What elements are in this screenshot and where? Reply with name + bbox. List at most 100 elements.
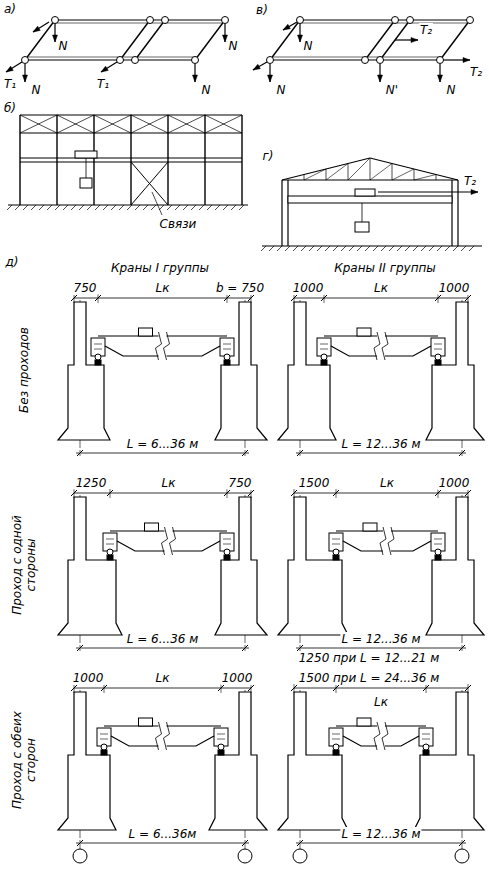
drawing-stroke [392, 164, 393, 181]
drawing-stroke [223, 349, 231, 350]
drawing-stroke [71, 295, 77, 301]
drawing-stroke [105, 346, 159, 356]
drawing-stroke [167, 736, 215, 746]
drawing-stroke [278, 692, 348, 830]
drawing-stroke [435, 490, 441, 496]
drawing-stroke [162, 17, 169, 24]
drawing-stroke [343, 541, 383, 551]
drawing-stroke [117, 57, 124, 64]
drawing-stroke [385, 736, 419, 746]
drawing-stroke [20, 158, 242, 159]
drawing-stroke [304, 169, 326, 180]
drawing-stroke [378, 75, 383, 82]
drawing-stroke [193, 75, 198, 82]
drawing-stroke [270, 59, 440, 60]
drawing-label: а) [3, 2, 17, 16]
drawing-stroke [282, 158, 370, 180]
drawing-stroke [437, 246, 442, 251]
drawing-stroke [405, 246, 410, 251]
drawing-stroke [127, 205, 132, 210]
drawing-stroke [465, 490, 471, 496]
drawing-stroke [434, 349, 442, 350]
drawing-stroke [52, 23, 222, 24]
drawing-stroke [167, 346, 221, 356]
drawing-stroke [156, 722, 162, 750]
drawing-label: T₂ [469, 65, 483, 79]
drawing-stroke [291, 685, 297, 691]
drawing-stroke [80, 178, 92, 188]
drawing-stroke [434, 344, 442, 345]
drawing-stroke [214, 728, 228, 746]
drawing-stroke [223, 344, 231, 345]
drawing-label: N [276, 83, 287, 97]
drawing-stroke [76, 843, 249, 844]
drawing-stroke [333, 685, 339, 691]
drawing-stroke [242, 450, 248, 456]
drawing-stroke [119, 205, 124, 210]
drawing-stroke [94, 115, 131, 133]
drawing-stroke [152, 192, 162, 215]
drawing-stroke [455, 849, 469, 863]
drawing-stroke [156, 332, 162, 360]
drawing-stroke [278, 497, 348, 635]
drawing-stroke [77, 645, 83, 651]
drawing-stroke [459, 840, 465, 846]
drawing-stroke [471, 190, 478, 195]
drawing-stroke [391, 541, 431, 551]
drawing-stroke [343, 736, 377, 746]
drawing-stroke [25, 20, 55, 60]
drawing-stroke [392, 169, 414, 180]
drawing-stroke [414, 169, 415, 180]
drawing-stroke [135, 205, 140, 210]
drawing-stroke [139, 718, 153, 726]
drawing-stroke [268, 75, 273, 82]
drawing-stroke [426, 302, 484, 440]
drawing-stroke [56, 115, 57, 205]
drawing-stroke [94, 115, 131, 133]
drawing-stroke [465, 295, 471, 301]
drawing-stroke [288, 196, 452, 203]
drawing-stroke [287, 180, 288, 246]
drawing-label: 750 [73, 281, 98, 295]
drawing-stroke [423, 685, 429, 691]
drawing-stroke [33, 22, 49, 32]
drawing-stroke [294, 688, 468, 689]
drawing-stroke [199, 205, 204, 210]
drawing-stroke [435, 555, 441, 560]
drawing-stroke [167, 205, 172, 210]
drawing-stroke [74, 688, 251, 689]
drawing-label: 750 [228, 476, 253, 490]
drawing-stroke [423, 750, 429, 755]
drawing-stroke [224, 490, 230, 496]
drawing-stroke [267, 57, 274, 64]
drawing-stroke [71, 490, 77, 496]
drawing-stroke [223, 539, 231, 540]
drawing-stroke [291, 490, 297, 496]
drawing-stroke [31, 205, 36, 210]
drawing-stroke [467, 17, 474, 24]
drawing-label: Краны I группы [110, 261, 210, 275]
drawing-stroke [422, 739, 430, 740]
drawing-stroke [326, 164, 348, 181]
drawing-stroke [248, 295, 254, 301]
row-label: Проход с обеих сторон [10, 699, 38, 821]
drawing-stroke [277, 246, 282, 251]
drawing-stroke [95, 360, 101, 365]
drawing-stroke [57, 115, 94, 133]
drawing-stroke [262, 245, 482, 246]
drawing-stroke [426, 497, 484, 635]
drawing-stroke [435, 549, 441, 555]
drawing-label: Краны II группы [333, 261, 437, 275]
drawing-stroke [317, 338, 331, 356]
drawing-stroke [285, 246, 290, 251]
drawing-stroke [97, 728, 111, 746]
drawing-stroke [325, 246, 330, 251]
drawing-stroke [95, 205, 100, 210]
drawing-stroke [111, 205, 116, 210]
drawing-stroke [438, 75, 443, 82]
drawing-stroke [106, 539, 114, 540]
drawing-stroke [278, 302, 336, 440]
drawing-stroke [242, 840, 248, 846]
drawing-stroke [101, 744, 107, 750]
